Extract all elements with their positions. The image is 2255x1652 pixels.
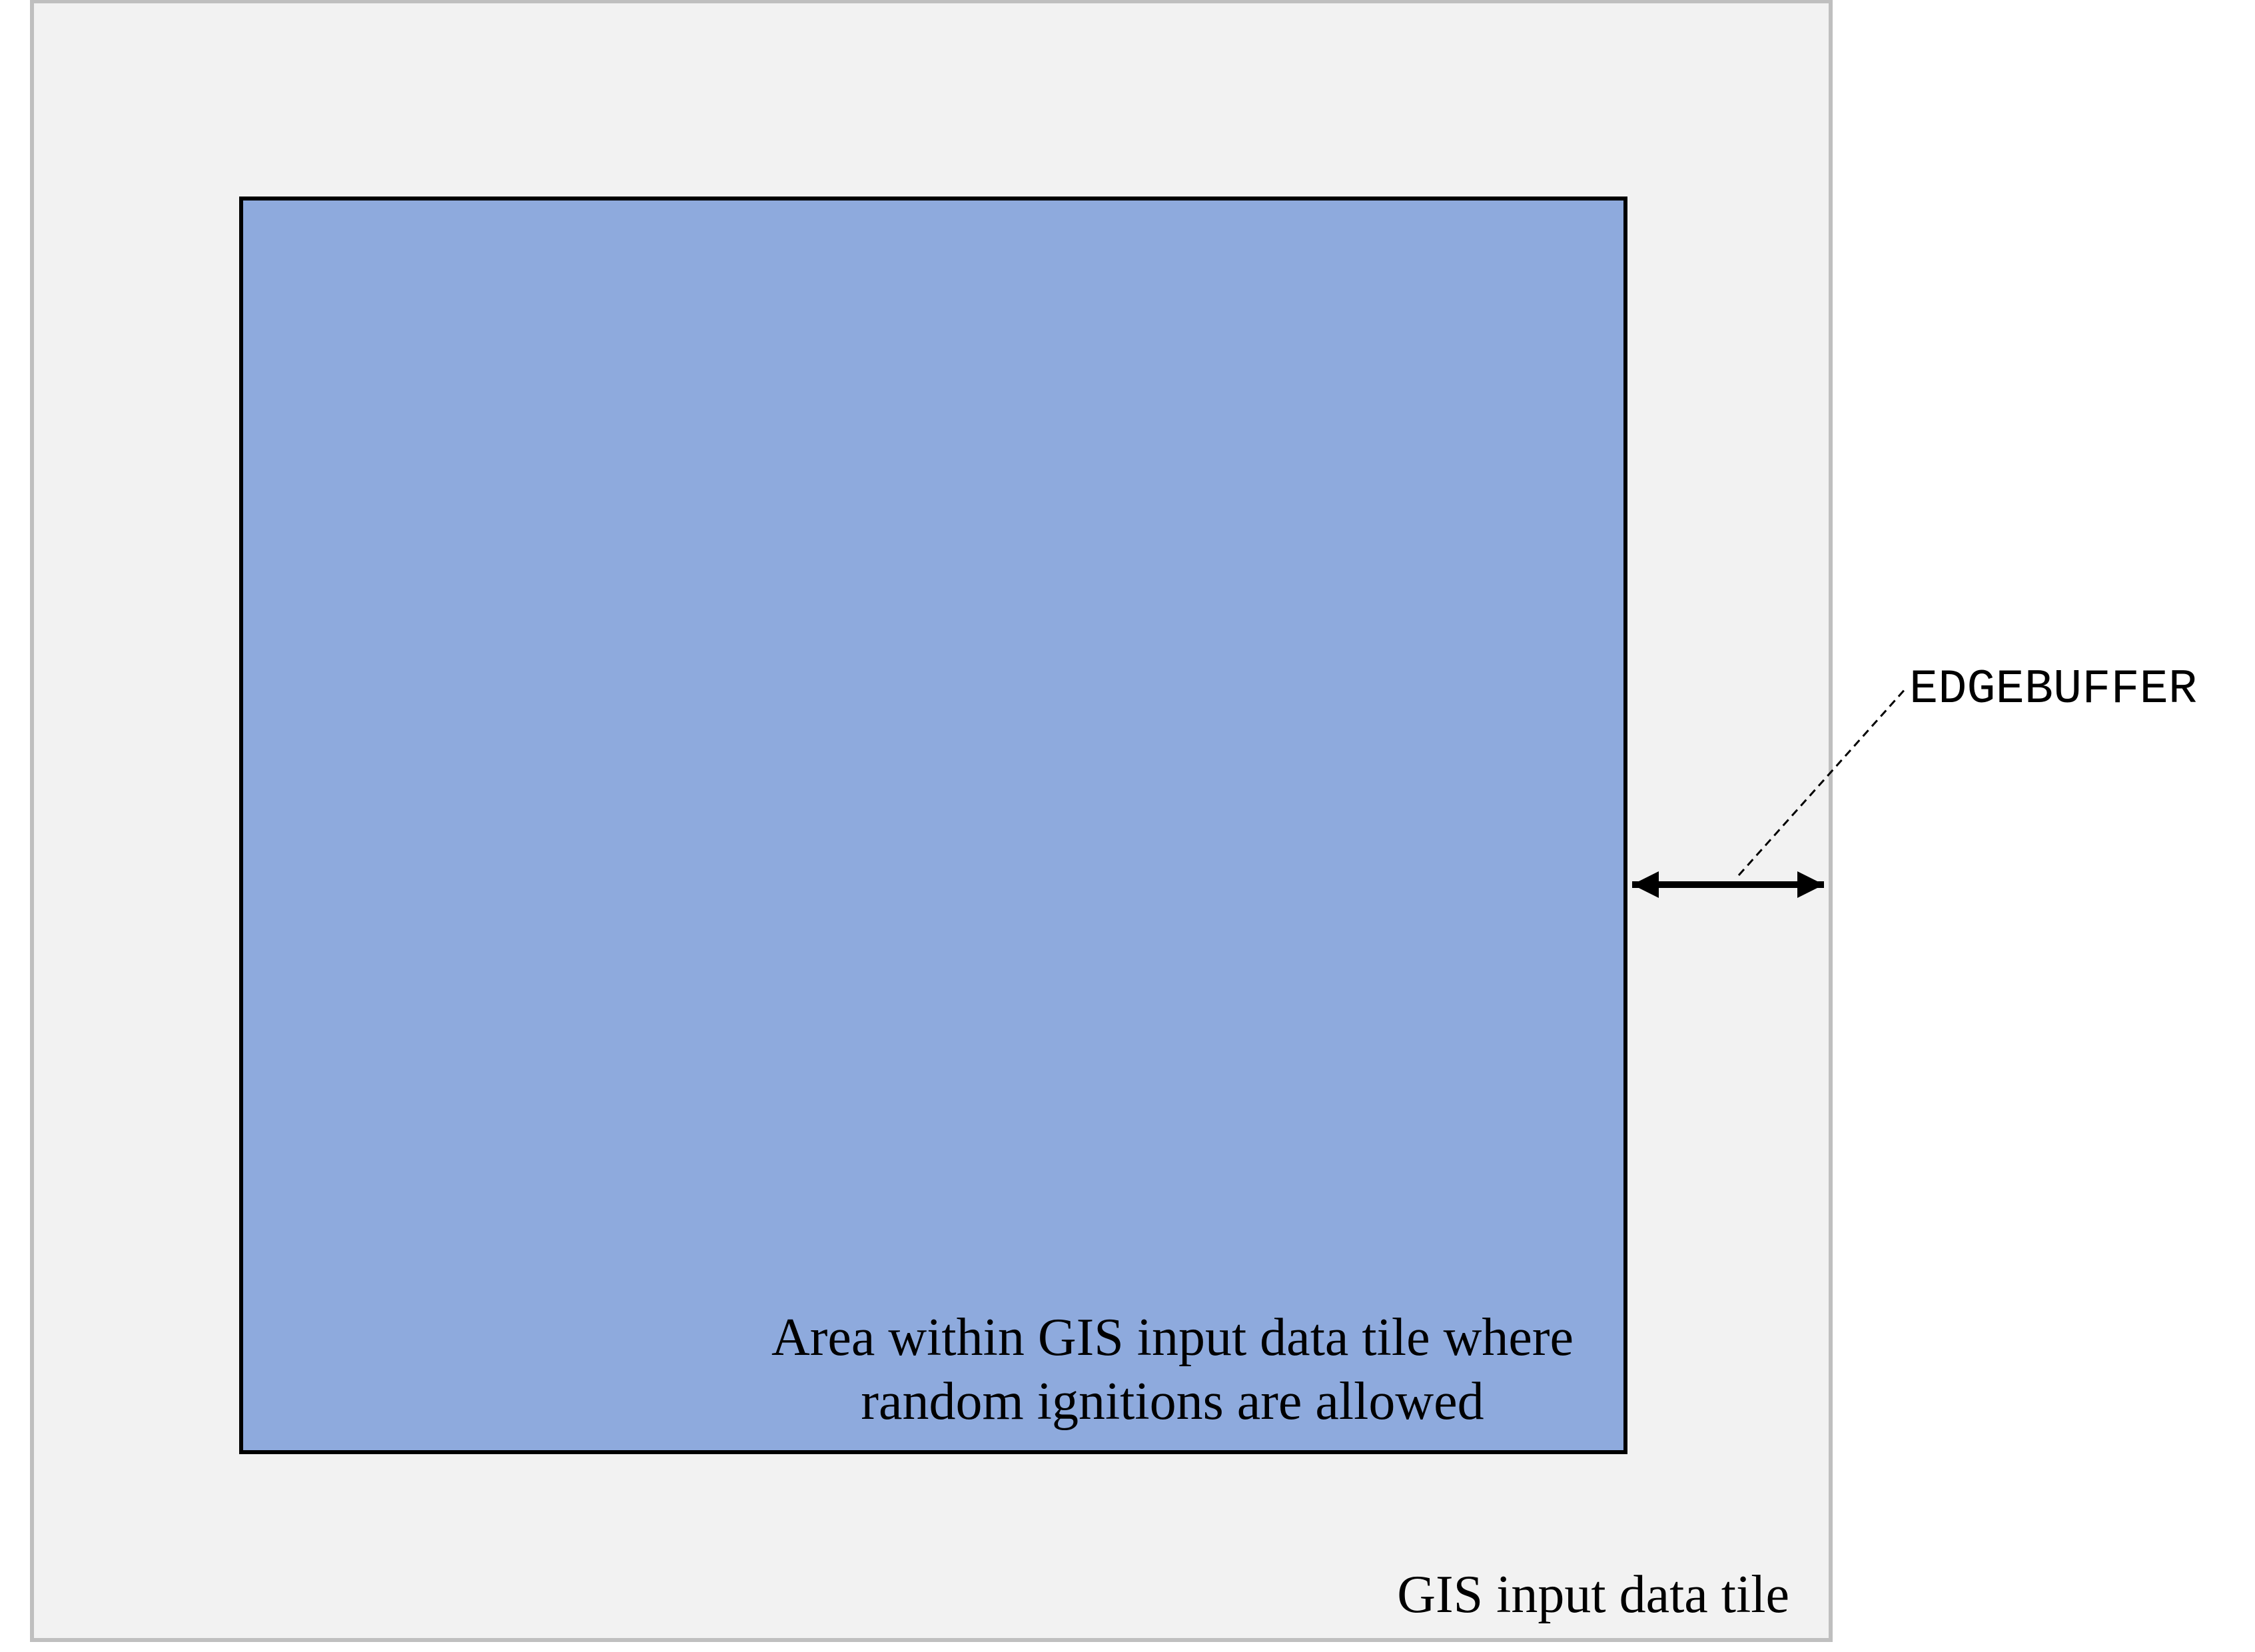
random-ignition-area-label-line2: random ignitions are allowed bbox=[861, 1372, 1484, 1431]
gis-input-data-tile-label: GIS input data tile bbox=[1397, 1565, 1789, 1624]
random-ignition-area bbox=[239, 197, 1627, 1454]
edgebuffer-label: EDGEBUFFER bbox=[1909, 662, 2197, 717]
edgebuffer-leader-line bbox=[1737, 687, 1908, 876]
random-ignition-area-label-line1: Area within GIS input data tile where bbox=[771, 1308, 1574, 1367]
